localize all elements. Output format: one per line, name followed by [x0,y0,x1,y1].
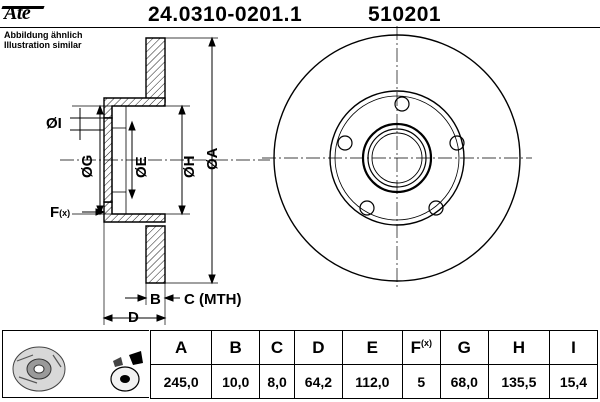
disc-thumbnail-icon [12,346,143,392]
disc-front-view [262,26,532,290]
header-f: F(x) [401,330,441,365]
header-d: D [293,330,343,365]
label-e: ØE [133,156,150,178]
brand-logo: Ate [4,2,31,24]
header: Ate 24.0310-0201.1 510201 [0,0,600,27]
header-b: B [211,330,261,365]
label-c: C (MTH) [184,291,241,308]
caption-german: Abbildung ähnlich [4,30,83,40]
dimension-lines [70,36,218,325]
header-h: H [487,330,550,365]
header-divider [0,27,600,28]
value-c: 8,0 [259,364,295,399]
label-g: ØG [79,155,96,178]
value-b: 10,0 [211,364,261,399]
header-g: G [439,330,489,365]
reference-number: 510201 [368,3,442,26]
value-g: 68,0 [439,364,489,399]
value-f: 5 [401,364,441,399]
header-e: E [341,330,403,365]
label-h: ØH [181,156,198,179]
value-h: 135,5 [487,364,550,399]
header-i: I [548,330,599,365]
header-c: C [259,330,295,365]
value-e: 112,0 [341,364,403,399]
label-i: ØI [46,115,62,132]
label-b: B [150,291,161,308]
value-a: 245,0 [149,364,213,399]
label-d: D [128,309,139,326]
label-a: ØA [204,147,221,170]
header-a: A [149,330,213,365]
thumbnail-box [2,330,149,398]
part-number: 24.0310-0201.1 [148,3,303,26]
brake-disc-drawing: ØI ØG ØE ØH ØA F(x) B C (MTH) D [46,26,532,326]
value-d: 64,2 [293,364,343,399]
label-f: F(x) [50,204,70,221]
value-i: 15,4 [548,364,599,399]
caption-english: Illustration similar [4,40,82,50]
dimensions-table: A B C D E F(x) G H I 245,0 10,0 8,0 64,2… [149,330,599,399]
